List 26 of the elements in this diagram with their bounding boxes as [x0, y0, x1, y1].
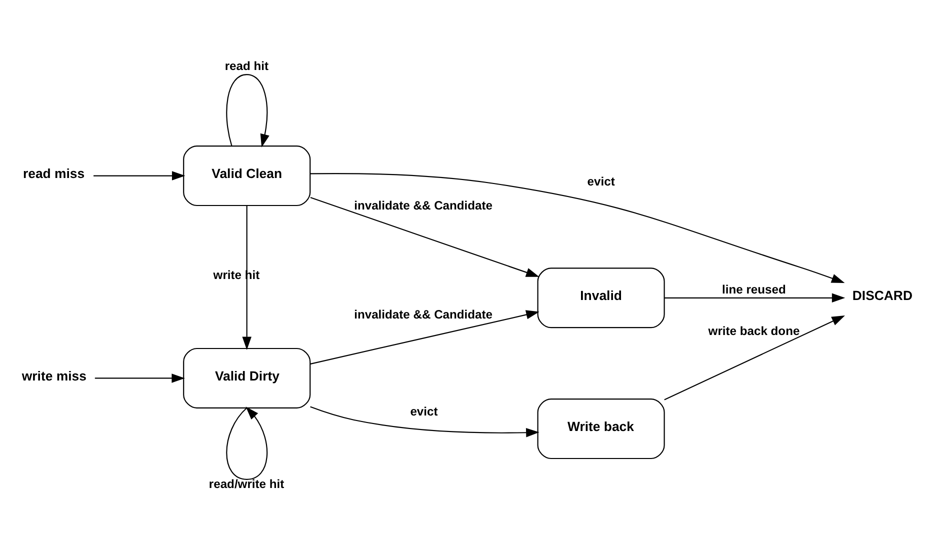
edge-label: read/write hit: [208, 476, 284, 491]
edge-label: write back done: [708, 324, 800, 338]
edge-label: read hit: [224, 58, 269, 73]
arrow: [310, 406, 540, 438]
node-text: read miss: [23, 166, 85, 182]
node-text: DISCARD: [852, 288, 912, 304]
edge-label: evict: [587, 174, 615, 188]
arrow: [310, 310, 540, 364]
arrow: [664, 315, 845, 400]
arrow: [226, 74, 270, 148]
edge-label: invalidate && Candidate: [354, 308, 493, 322]
arrow: [226, 406, 268, 480]
arrow: [310, 196, 540, 277]
edge-label: evict: [410, 404, 438, 418]
edge-label: line reused: [722, 282, 786, 296]
arrow: [94, 374, 185, 383]
arrow: [310, 173, 845, 284]
node-box: Valid Clean: [183, 146, 311, 206]
node-box: Invalid: [537, 268, 665, 328]
arrow: [664, 293, 846, 303]
node-box: Write back: [537, 398, 665, 460]
edge-label: invalidate && Candidate: [354, 198, 493, 213]
node-box: Valid Dirty: [183, 348, 311, 408]
arrow: [242, 206, 252, 350]
node-text: write miss: [22, 368, 86, 384]
arrow: [94, 171, 186, 180]
